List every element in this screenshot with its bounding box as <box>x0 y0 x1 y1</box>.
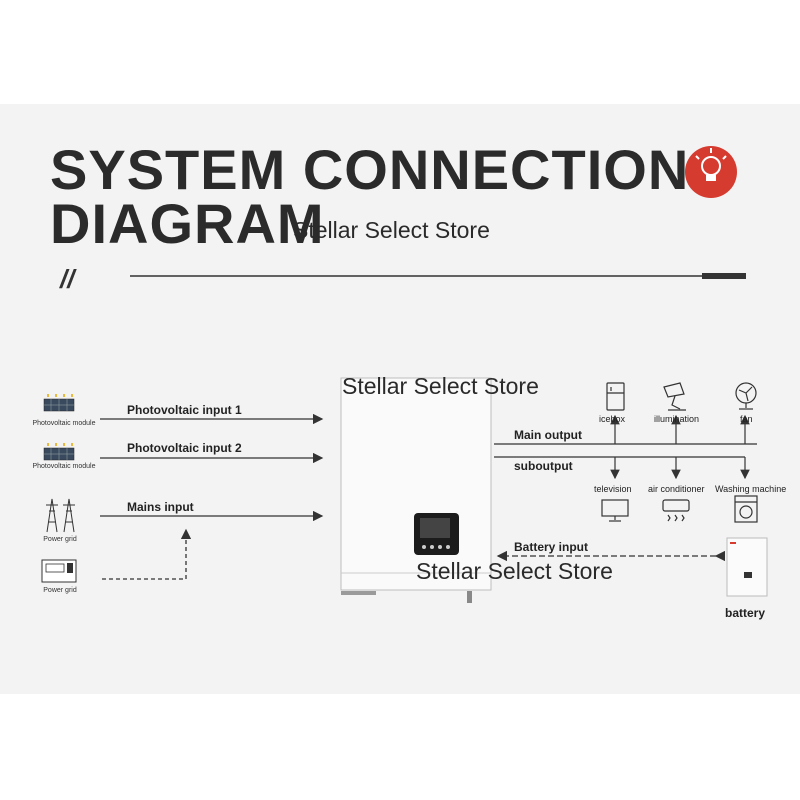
washing-machine-icon <box>734 495 758 523</box>
title-line-1: SYSTEM CONNECTION <box>50 138 690 201</box>
pv2-source-label: Photovoltaic module <box>32 463 96 470</box>
title-divider-bar <box>702 273 746 279</box>
watermark-1: Stellar Select Store <box>293 217 490 243</box>
divider-mark: // <box>60 264 75 294</box>
load-label-icebox: icebox <box>599 414 626 424</box>
battery-input-label: Battery input <box>514 540 589 554</box>
battery-label: battery <box>725 606 766 620</box>
watermark-3: Stellar Select Store <box>416 558 613 584</box>
pv1-input-label: Photovoltaic input 1 <box>127 403 242 417</box>
load-label-fan: fan <box>740 414 753 424</box>
load-label-washing-machine: Washing machine <box>715 484 787 494</box>
inverter-unit <box>340 377 492 603</box>
power-meter-icon <box>41 559 77 583</box>
load-label-television: television <box>594 484 632 494</box>
fan-icon <box>735 382 757 410</box>
grid-tower-label: Power grid <box>43 536 77 543</box>
grid-dashed-line <box>102 528 192 580</box>
television-icon <box>601 499 629 522</box>
air-conditioner-icon <box>662 499 690 522</box>
watermark-2: Stellar Select Store <box>342 373 539 399</box>
suboutput-label: suboutput <box>514 459 573 473</box>
battery-icon <box>726 537 768 597</box>
load-label-air-conditioner: air conditioner <box>648 484 705 494</box>
pv2-input-label: Photovoltaic input 2 <box>127 441 242 455</box>
lightbulb-badge-icon <box>685 146 737 198</box>
solar-panel-icon <box>43 394 75 412</box>
icebox-icon <box>606 382 625 411</box>
title-line-2: DIAGRAM <box>50 192 325 255</box>
solar-panel-icon <box>43 443 75 461</box>
load-label-illumination: illumination <box>654 414 700 424</box>
grid-meter-label: Power grid <box>43 587 77 594</box>
illumination-icon <box>663 382 686 411</box>
pv1-source-label: Photovoltaic module <box>32 420 96 427</box>
power-tower-icon <box>46 498 75 533</box>
mains-input-label: Mains input <box>127 500 194 514</box>
main-output-label: Main output <box>514 428 582 442</box>
